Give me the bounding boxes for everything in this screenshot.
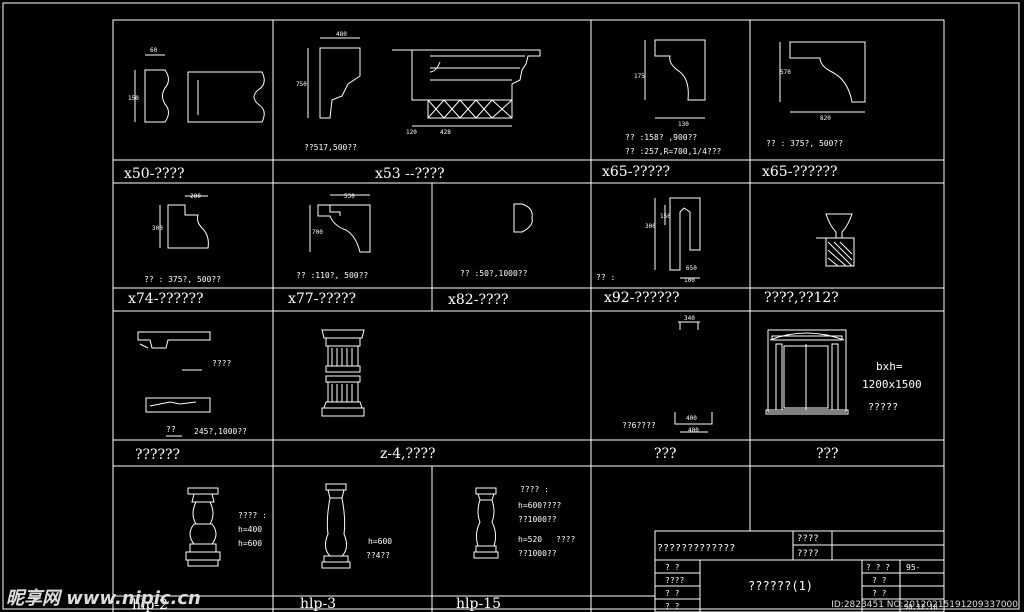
title-r3b: ? ? [872,589,887,598]
cell-label-x77: x77-????? [288,291,356,307]
note-x92: ?? : [596,273,615,282]
dim-x53-top: 480 [336,31,347,38]
title-main: ????????????? [657,543,735,554]
dim-x53-b: 428 [440,129,451,136]
profile-x92 [654,197,701,279]
dim-niche-b: 400 [688,427,699,434]
watermark-id: ID:2823451 NO:20120215191209337000 [831,600,1018,610]
title-r1a: ? ? [665,563,680,572]
note-cornice-1: ???? [212,359,231,368]
note-hlp15-3: ??1000?? [518,515,557,524]
cell-label-hlp2: hlp-2 [132,597,168,612]
note-hlp15-1: ???? : [520,485,549,494]
niche-section [674,321,713,433]
profile-x53 [307,37,541,127]
note-x53: ??517,500?? [304,143,357,152]
note-hlp15-6: ??1000?? [518,549,557,558]
cell-label-x65a: x65-????? [602,164,670,180]
note-cornice-2: ?? [166,425,176,434]
inner-border [112,19,945,612]
note-hlp2-1: ???? : [238,511,267,520]
note-hlp15-4: h=520 [518,535,542,544]
note-x65a-1: ?? :158? ,900?? [625,133,697,142]
cell-label-x50: x50-???? [124,166,184,182]
dim-niche-a: 400 [686,415,697,422]
title-r1b: ? ? ? [866,563,890,572]
dim-x74-top: 200 [190,193,201,200]
cell-label-x82: x82-???? [448,292,508,308]
urn-capital [816,213,855,267]
title-r4b: 98.12.18 [904,603,938,611]
note-hlp15-5: ???? [556,535,575,544]
note-hlp2-3: h=600 [238,539,262,548]
dim-x92-b: 150 [660,213,671,220]
cell-label-cornice: ?????? [135,447,180,463]
note-hlp15-2: h=600???? [518,501,562,510]
profile-x82 [513,203,533,233]
title-block [654,530,945,612]
note-hlp2-2: h=400 [238,525,262,534]
dim-x92-a: 300 [645,223,656,230]
title-center: ??????(1) [748,579,813,593]
cell-label-z4: z-4,???? [380,446,436,462]
dim-x65a-bottom: 130 [678,121,689,128]
cell-label-capital: ????,??12? [764,290,839,306]
cell-label-hlp3: hlp-3 [300,596,336,612]
cell-label-hlp15: hlp-15 [456,596,501,612]
note-window: ????? [868,402,898,413]
baluster-hlp-2 [185,487,221,567]
note-hlp3-1: h=600 [368,537,392,546]
dim-x53-side: 750 [296,81,307,88]
note-hlp3-2: ??4?? [366,551,390,560]
cell-label-niche: ??? [654,446,677,462]
window-frame [765,329,849,415]
window-bxh-value: 1200x1500 [862,378,922,391]
note-x65b: ?? : 375?, 500?? [766,139,843,148]
title-r1c: 95- [906,563,920,572]
dim-x77-top: 530 [344,193,355,200]
dim-x50-top: 60 [150,47,158,54]
dim-x53-a: 120 [406,129,417,136]
title-r2b: ? ? [872,576,887,585]
note-x82: ?? :50?,1000?? [460,269,528,278]
cornice-set [137,331,211,437]
dim-x74-side: 300 [152,225,163,232]
column-z4 [321,329,365,417]
dim-x92-d: 100 [684,277,695,284]
profile-x50 [134,54,265,123]
title-sub1: ???? [797,534,819,544]
title-r3a: ? ? [665,589,680,598]
note-x74: ?? : 375?, 500?? [144,275,221,284]
dim-x92-c: 650 [686,265,697,272]
note-cornice-3: 245?,1000?? [194,427,247,436]
dim-x50-side: 150 [128,95,139,102]
profile-x65-a [644,39,706,119]
title-r4a: ? ? [665,602,680,611]
profile-x77 [309,194,371,253]
note-niche: ??6???? [622,421,656,430]
title-sub2: ???? [797,549,819,559]
dim-x65a-side: 175 [634,73,645,80]
dim-x65b-bottom: 820 [820,115,831,122]
dim-x65b-side: 570 [780,69,791,76]
cell-label-x92: x92-?????? [604,290,679,306]
cell-label-x65b: x65-?????? [762,164,837,180]
cell-label-window: ??? [816,446,839,462]
title-r2a: ???? [665,576,684,585]
baluster-hlp-15 [473,487,499,559]
note-x65a-2: ?? :257,R=700,1/4??? [625,147,722,156]
profile-x74 [159,195,209,249]
note-x77: ?? :110?, 500?? [296,271,368,280]
profile-x65-b [779,41,866,113]
cell-label-x74: x74-?????? [128,291,203,307]
dim-niche-top: 340 [684,315,695,322]
cell-label-x53: x53 --???? [375,166,445,182]
window-bxh-label: bxh= [876,360,903,373]
dim-x77-side: 700 [312,229,323,236]
baluster-hlp-3 [321,483,351,569]
watermark-logo: 昵享网 www.nipic.cn [6,588,201,609]
